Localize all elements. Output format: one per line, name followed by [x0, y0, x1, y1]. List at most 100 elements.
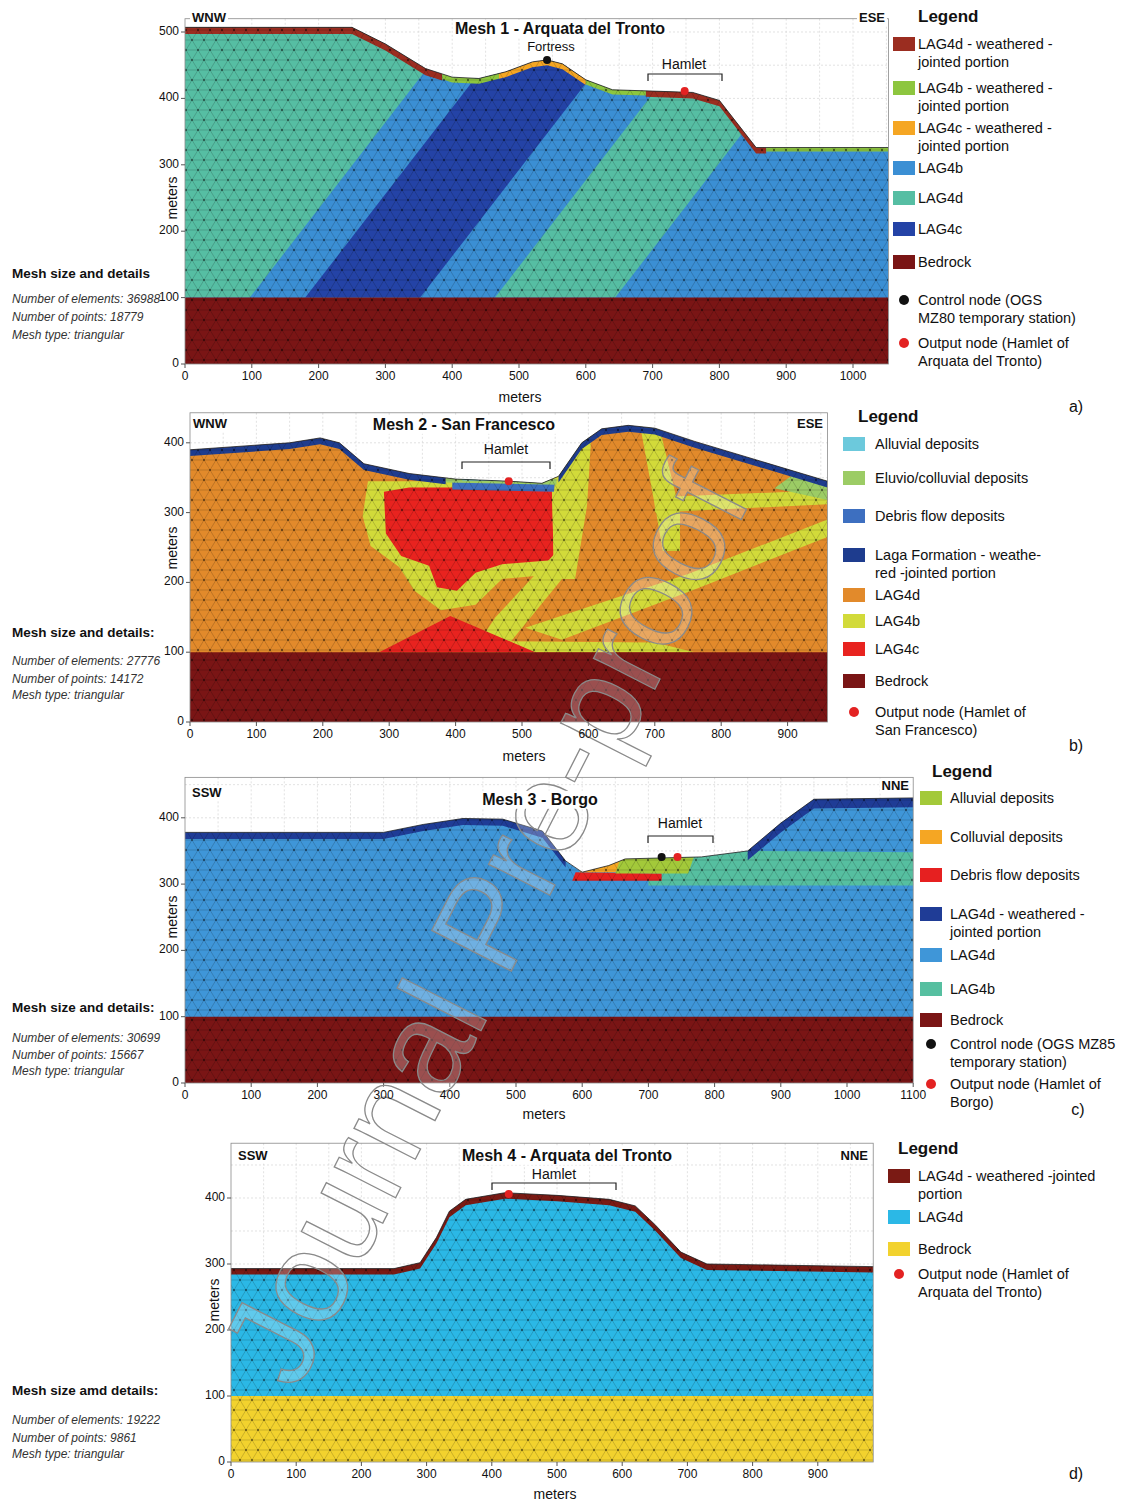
tick-mark [251, 364, 252, 368]
axis-tick-label: 100 [246, 728, 266, 742]
mesh-info: Number of elements: 30699 [12, 1032, 160, 1046]
axis-tick-label: 300 [159, 158, 179, 172]
legend-swatch [843, 437, 865, 451]
tick-mark [721, 722, 722, 726]
legend-entry: Bedrock [893, 253, 1083, 271]
legend-entry: Alluvial deposits [920, 789, 1125, 807]
mesh-info-heading: Mesh size and details: [12, 625, 155, 641]
site-label: Fortress [527, 40, 575, 55]
legend-text: LAG4d [950, 946, 1125, 964]
axis-tick-label: 900 [771, 1089, 791, 1103]
legend-entry: Output node (Hamlet of Arquata del Tront… [888, 1265, 1103, 1301]
axis-tick-label: 1100 [900, 1089, 926, 1103]
axis-tick-label: 700 [643, 370, 663, 384]
panel-letter: a) [1069, 398, 1083, 416]
site-label: Hamlet [532, 1166, 576, 1182]
legend-swatch [843, 614, 865, 628]
mesh-info: Mesh type: triangular [12, 329, 124, 343]
mesh-info-heading: Mesh size and details [12, 266, 150, 282]
tick-mark [181, 231, 185, 232]
legend-entry: LAG4b [893, 159, 1083, 177]
axis-tick-label: 200 [159, 943, 179, 957]
axis-tick-label: 800 [743, 1468, 763, 1482]
axis-title: meters [499, 389, 542, 405]
hamlet-bracket [648, 74, 722, 81]
legend-text: LAG4c [875, 640, 1055, 658]
site-label: Hamlet [484, 441, 528, 457]
mesh-info: Number of points: 15667 [12, 1049, 143, 1063]
legend-entry: Debris flow deposits [843, 507, 1055, 525]
legend-text: Bedrock [950, 1011, 1125, 1029]
tick-mark [256, 722, 257, 726]
axis-tick-label: 500 [509, 370, 529, 384]
legend-text: LAG4b [918, 159, 1083, 177]
axis-tick-label: 100 [159, 291, 179, 305]
axis-tick-label: 700 [677, 1468, 697, 1482]
tick-mark [385, 364, 386, 368]
tick-mark [181, 950, 185, 951]
legend-text: Laga Formation - weathe- red -jointed po… [875, 546, 1055, 582]
axis-tick-label: 1000 [840, 370, 867, 384]
mesh-info: Number of points: 9861 [12, 1432, 137, 1446]
legend-heading: Legend [918, 7, 978, 27]
tick-mark [652, 364, 653, 368]
legend-entry: LAG4b - weathered -jointed portion [893, 79, 1083, 115]
tick-mark [181, 1016, 185, 1017]
tick-mark [491, 1462, 492, 1466]
tick-mark [557, 1462, 558, 1466]
mesh-info: Number of elements: 27776 [12, 655, 160, 669]
axis-tick-label: 100 [205, 1389, 225, 1403]
legend-entry: Colluvial deposits [920, 828, 1125, 846]
legend-text: Eluvio/colluvial deposits [875, 469, 1055, 487]
legend-entry: LAG4c [893, 220, 1083, 238]
axis-tick-label: 400 [164, 436, 184, 450]
direction-label: WNW [190, 11, 228, 26]
legend-text: Bedrock [875, 672, 1055, 690]
legend-text: LAG4b [875, 612, 1055, 630]
plot-background [185, 19, 888, 364]
tick-mark [185, 1083, 186, 1087]
tick-mark [296, 1462, 297, 1466]
legend-swatch [893, 121, 915, 135]
axis-tick-label: 200 [313, 728, 333, 742]
legend-entry: LAG4d - weathered -jointed portion [893, 35, 1083, 71]
legend-text: Output node (Hamlet of Arquata del Tront… [918, 1265, 1103, 1301]
tick-mark [227, 1198, 231, 1199]
axis-tick-label: 700 [638, 1089, 658, 1103]
axis-tick-label: 200 [351, 1468, 371, 1482]
legend-node-marker [849, 707, 859, 717]
tick-mark [181, 164, 185, 165]
axis-tick-label: 800 [711, 728, 731, 742]
legend-text: LAG4b [950, 980, 1125, 998]
legend-text: Control node (OGS MZ85 temporary station… [950, 1035, 1125, 1071]
legend-text: Debris flow deposits [950, 866, 1125, 884]
legend-entry: LAG4d [888, 1208, 1103, 1226]
legend-node-marker [926, 1079, 936, 1089]
axis-tick-label: 500 [512, 728, 532, 742]
legend-swatch [920, 907, 942, 921]
panel-letter: c) [1071, 1101, 1084, 1119]
tick-mark [648, 1083, 649, 1087]
tick-mark [752, 1462, 753, 1466]
axis-tick-label: 600 [578, 728, 598, 742]
hamlet-bracket [462, 462, 550, 469]
tick-mark [227, 1396, 231, 1397]
direction-label: NNE [880, 779, 911, 794]
axis-tick-label: 300 [164, 506, 184, 520]
axis-tick-label: 200 [307, 1089, 327, 1103]
axis-tick-label: 300 [379, 728, 399, 742]
legend-text: Output node (Hamlet of Borgo) [950, 1075, 1125, 1111]
legend-swatch [888, 1169, 910, 1183]
tick-mark [181, 32, 185, 33]
axis-tick-label: 0 [218, 1455, 225, 1469]
axis-tick-label: 900 [776, 370, 796, 384]
axis-tick-label: 600 [572, 1089, 592, 1103]
tick-mark [181, 297, 185, 298]
axis-tick-label: 0 [182, 370, 189, 384]
mesh-info: Number of points: 18779 [12, 311, 143, 325]
tick-mark [719, 364, 720, 368]
tick-mark [622, 1462, 623, 1466]
node-marker [658, 853, 666, 861]
legend-text: LAG4d - weathered -jointed portion [918, 1167, 1103, 1203]
